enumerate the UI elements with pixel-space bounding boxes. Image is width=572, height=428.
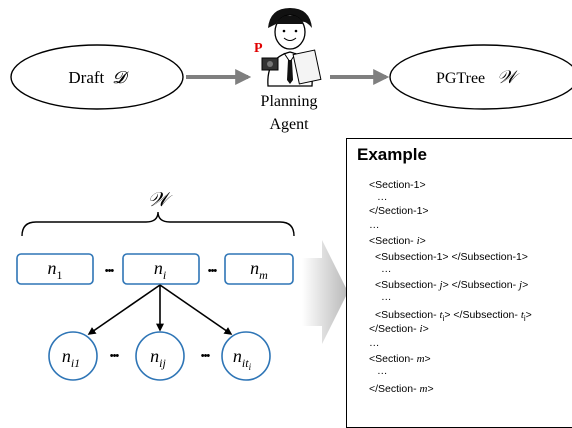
example-line-var: j <box>519 279 523 291</box>
pgtree-node: PGTree 𝒲 <box>389 44 572 110</box>
child-node-1: ni1 <box>48 331 98 381</box>
example-line: </Section- m> <box>369 383 434 395</box>
agent-badge: P <box>254 41 263 56</box>
draft-symbol: 𝓓 <box>113 68 130 87</box>
draft-node: Draft 𝓓 <box>10 44 184 110</box>
example-line-text: > <box>427 383 434 395</box>
example-line-text: </Section-1> <box>369 205 429 217</box>
example-line-var: m <box>419 383 428 395</box>
example-line: <Section- i> <box>369 235 426 247</box>
tree-brace <box>21 211 295 237</box>
svg-text:nij: nij <box>150 346 166 370</box>
example-line: … <box>381 263 392 275</box>
example-line-text: … <box>369 337 380 349</box>
child-node-1-sub: i1 <box>71 356 80 370</box>
example-line: … <box>377 365 388 377</box>
ellipsis-top-left: ••• <box>105 265 115 277</box>
example-line-var: t <box>520 309 524 321</box>
example-line-var: m <box>416 353 425 365</box>
top-node-m-sub: m <box>259 268 268 282</box>
svg-text:Draft 𝓓: Draft 𝓓 <box>68 68 129 87</box>
example-line-var: j <box>439 279 443 291</box>
example-line-text: > <box>522 279 529 291</box>
example-line-text: … <box>377 365 388 377</box>
child-node-1-base: n <box>62 346 71 366</box>
example-line: </Section- i> <box>369 323 429 335</box>
ellipsis-child-right: ••• <box>201 350 211 362</box>
example-line-text: … <box>369 219 380 231</box>
top-node-i: ni <box>122 253 200 285</box>
example-line-text: > <box>419 235 426 247</box>
example-line: <Subsection-1> </Subsection-1> <box>375 251 528 263</box>
example-line-text: … <box>377 191 388 203</box>
example-line-text: <Section- <box>369 353 417 365</box>
example-box: Example <Section-1>…</Section-1>…<Sectio… <box>346 138 572 428</box>
example-line-text: > </Subsection- <box>444 309 521 321</box>
top-node-m-base: n <box>250 258 259 278</box>
edge-to-child-t <box>159 284 233 335</box>
example-line-text: > </Subsection- <box>442 279 520 291</box>
top-node-1: n1 <box>16 253 94 285</box>
svg-text:niti: niti <box>233 346 252 372</box>
big-arrow <box>302 240 348 344</box>
example-line: <Section- m> <box>369 353 431 365</box>
example-line-text: <Section- <box>369 235 417 247</box>
example-line-var-sub: i <box>523 314 526 324</box>
svg-text:n1: n1 <box>48 258 63 282</box>
edge-to-child-1 <box>87 284 161 335</box>
child-node-j: nij <box>135 331 185 381</box>
example-line-text: > <box>525 309 532 321</box>
pgtree-label: PGTree <box>436 70 485 87</box>
example-line: <Subsection- j> </Subsection- j> <box>375 279 528 291</box>
top-node-1-sub: 1 <box>57 268 63 282</box>
example-line: <Section-1> <box>369 179 426 191</box>
example-line-text: > <box>424 353 431 365</box>
example-line-var: i <box>419 323 423 335</box>
example-line-text: … <box>381 263 392 275</box>
example-line: … <box>369 337 380 349</box>
draft-label: Draft <box>68 68 104 87</box>
example-line-text: </Section- <box>369 383 420 395</box>
planning-agent-icon <box>261 8 322 87</box>
top-node-m: nm <box>224 253 294 285</box>
example-line-var-sub: i <box>442 314 445 324</box>
agent-label-line2: Agent <box>269 116 309 133</box>
child-node-j-base: n <box>150 346 159 366</box>
child-node-t-subsub: i <box>249 362 252 372</box>
svg-text:nm: nm <box>250 258 268 282</box>
agent-label-line1: Planning <box>261 93 318 110</box>
example-line: … <box>369 219 380 231</box>
top-node-1-base: n <box>48 258 57 278</box>
example-line-var: i <box>416 235 420 247</box>
ellipsis-child-left: ••• <box>110 350 120 362</box>
example-line-text: … <box>381 291 392 303</box>
example-title: Example <box>357 145 427 164</box>
svg-text:ni: ni <box>154 258 166 282</box>
child-node-t: niti <box>221 331 271 381</box>
top-node-i-base: n <box>154 258 163 278</box>
example-line-text: <Subsection- <box>375 279 440 291</box>
example-line-text: </Section- <box>369 323 420 335</box>
example-line: … <box>377 191 388 203</box>
example-line-var: t <box>439 309 443 321</box>
child-node-j-sub: ij <box>159 356 166 370</box>
example-line: <Subsection- ti> </Subsection- ti> <box>375 309 532 325</box>
example-line-text: <Section-1> <box>369 179 426 191</box>
pgtree-symbol: 𝒲 <box>497 67 520 87</box>
example-line: </Section-1> <box>369 205 429 217</box>
child-node-t-sub: it <box>242 356 249 370</box>
example-line: … <box>381 291 392 303</box>
pgtree-diagram: Draft 𝓓 P Planning Agent PGTree 𝒲 <box>10 8 572 381</box>
svg-text:ni1: ni1 <box>62 346 80 370</box>
tree-symbol: 𝒲 <box>148 189 174 211</box>
example-line-text: > <box>422 323 429 335</box>
ellipsis-top-right: ••• <box>208 265 218 277</box>
svg-text:PGTree 𝒲: PGTree 𝒲 <box>436 67 520 87</box>
example-line-text: <Subsection-1> </Subsection-1> <box>375 251 528 263</box>
example-line-text: <Subsection- <box>375 309 440 321</box>
top-node-i-sub: i <box>163 268 166 282</box>
child-node-t-base: n <box>233 346 242 366</box>
